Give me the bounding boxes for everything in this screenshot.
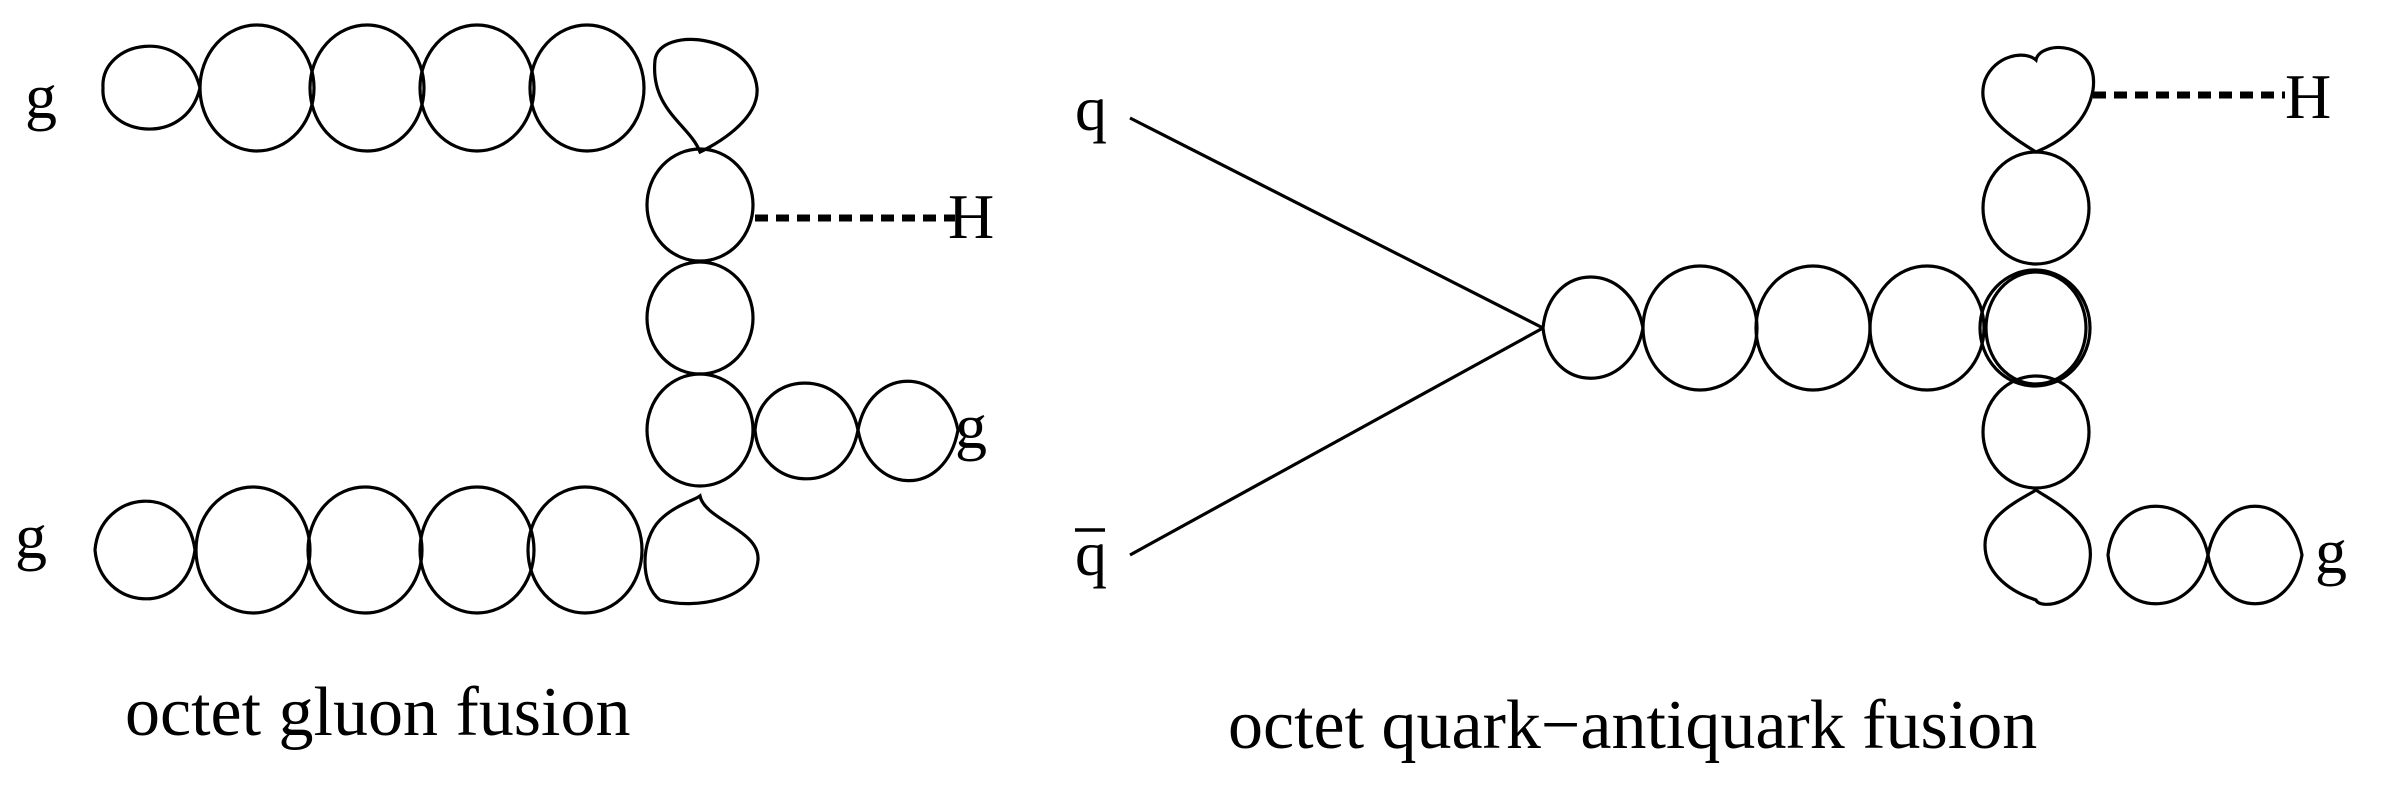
caption-gluon-fusion: octet gluon fusion xyxy=(125,674,630,751)
caption-quark-antiquark-fusion: octet quark−antiquark fusion xyxy=(1228,687,2037,764)
quark-antiquark-fusion-diagram: q q H g octet quark−antiquark fusion xyxy=(1075,45,2347,764)
label-quark-in: q xyxy=(1075,73,1107,144)
gluon-line-top-incoming xyxy=(101,23,759,155)
label-gluon-in-top: g xyxy=(25,61,57,132)
gluon-line-vertical xyxy=(645,147,755,488)
gluon-line-vertical-right xyxy=(1981,45,2096,606)
antiquark-line xyxy=(1129,326,1544,557)
label-antiquark-in: q xyxy=(1075,518,1107,589)
label-higgs-out-right: H xyxy=(2285,61,2331,132)
gluon-line-bottom-incoming xyxy=(93,485,760,615)
label-gluon-out: g xyxy=(955,391,987,462)
gluon-line-outgoing-right xyxy=(2106,504,2304,606)
gluon-line-s-channel xyxy=(1541,264,2092,392)
label-higgs-out: H xyxy=(948,181,994,252)
gluon-fusion-diagram: g g H g octet gluon fusion xyxy=(15,23,994,751)
quark-line xyxy=(1129,116,1544,330)
antiquark-letter: q xyxy=(1075,518,1107,589)
gluon-line-outgoing xyxy=(753,379,960,483)
label-gluon-in-bottom: g xyxy=(15,501,47,572)
label-gluon-out-right: g xyxy=(2315,516,2347,587)
